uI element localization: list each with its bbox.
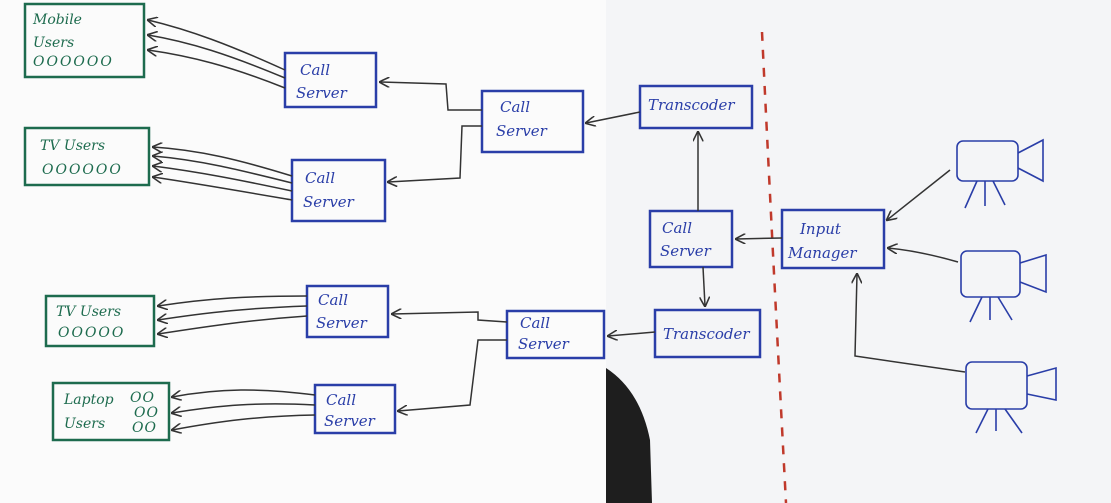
right-board <box>606 0 1111 503</box>
tv-users-bottom-box: TV Users OOOOO <box>44 294 156 348</box>
laptop-users-dots-3: OO <box>132 420 157 436</box>
tv-users-top-box: TV Users OOOOOO <box>23 126 151 187</box>
mobile-users-box: Mobile Users OOOOOO <box>23 2 146 79</box>
call-server-4: Call Server <box>305 284 390 339</box>
call-server-4-label: Call <box>318 291 348 309</box>
call-server-4-label-2: Server <box>316 314 368 332</box>
call-server-5-label: Call <box>520 314 550 332</box>
call-server-5-label-2: Server <box>518 335 570 353</box>
call-server-3-label-2: Server <box>303 193 355 211</box>
call-server-1-label: Call <box>300 61 330 79</box>
input-manager-label: Input <box>799 220 842 238</box>
transcoder-top: Transcoder <box>638 84 754 130</box>
input-manager-label-2: Manager <box>787 244 857 262</box>
tv-users-bottom-label: TV Users <box>56 304 121 320</box>
camera-icon <box>956 138 1044 209</box>
tv-users-top-dots: OOOOOO <box>42 162 123 178</box>
tv-users-bottom-dots: OOOOO <box>58 325 125 341</box>
transcoder-bottom-label: Transcoder <box>663 325 750 343</box>
laptop-users-label-2: Users <box>64 416 105 432</box>
camera-icon <box>965 361 1057 434</box>
mobile-users-label-2: Users <box>33 35 74 51</box>
call-server-6-label-2: Server <box>324 412 376 430</box>
input-manager: Input Manager <box>780 208 886 270</box>
laptop-users-dots-1: OO <box>130 390 155 406</box>
call-server-1: Call Server <box>283 51 378 109</box>
call-server-2-label-2: Server <box>496 122 548 140</box>
call-server-2-label: Call <box>500 98 530 116</box>
call-server-3-label: Call <box>305 169 335 187</box>
call-server-3: Call Server <box>290 158 387 223</box>
connector-lines <box>148 20 966 430</box>
laptop-users-label: Laptop <box>63 392 114 408</box>
call-server-7: Call Server <box>648 209 734 269</box>
call-server-7-label: Call <box>662 219 692 237</box>
transcoder-bottom: Transcoder <box>653 308 762 359</box>
call-server-2: Call Server <box>480 89 585 154</box>
mobile-users-dots: OOOOOO <box>33 54 114 70</box>
call-server-1-label-2: Server <box>296 84 348 102</box>
divider-line <box>760 31 788 503</box>
call-server-6-label: Call <box>326 391 356 409</box>
call-server-6: Call Server <box>313 383 397 435</box>
call-server-7-label-2: Server <box>660 242 712 260</box>
call-server-5: Call Server <box>505 309 606 360</box>
left-board <box>0 0 606 503</box>
mobile-users-label: Mobile <box>32 12 82 28</box>
camera-icon <box>960 250 1047 323</box>
laptop-users-dots-2: OO <box>134 405 159 421</box>
transcoder-top-label: Transcoder <box>648 96 735 114</box>
tv-users-top-label: TV Users <box>40 138 105 154</box>
presenter-silhouette <box>606 368 652 503</box>
laptop-users-box: Laptop Users OO OO OO <box>51 381 171 442</box>
